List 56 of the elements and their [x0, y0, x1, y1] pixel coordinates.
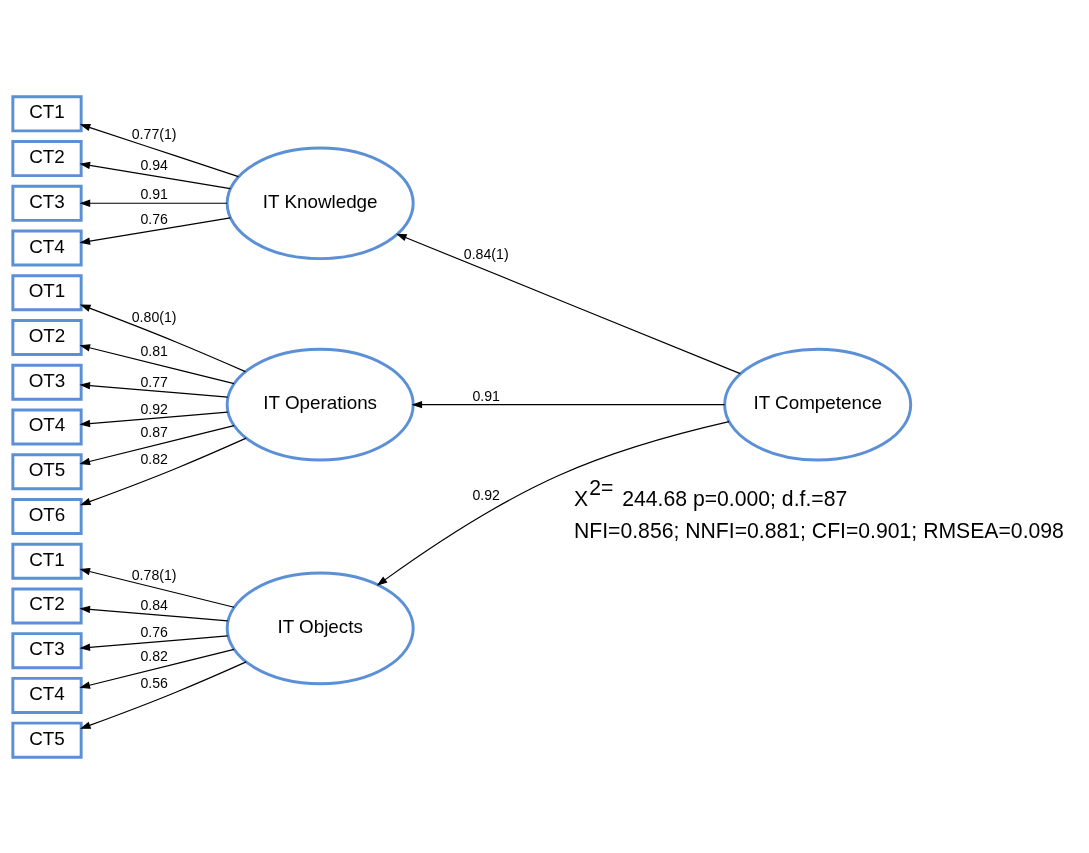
arrow [79, 216, 231, 245]
arrow [79, 648, 235, 689]
edge-label: 0.80(1) [131, 308, 177, 325]
node-box: CT3 [11, 184, 83, 222]
edge-label: 0.76 [140, 623, 168, 640]
node-ellipse: IT Knowledge [225, 145, 415, 260]
node-box: OT3 [11, 363, 83, 401]
node-box: OT6 [11, 497, 83, 535]
arrow [79, 199, 228, 207]
node-box: OT4 [11, 407, 83, 446]
edge-label: 0.84 [140, 596, 168, 613]
node-box: CT4 [11, 676, 83, 714]
node-ellipse: IT Objects [225, 571, 415, 685]
arrow [79, 424, 235, 465]
edge-label: 0.94 [140, 156, 168, 173]
edge-label: 0.91 [140, 185, 168, 202]
edge-label: 0.78(1) [131, 566, 177, 583]
arrow [79, 605, 229, 621]
arrow [79, 123, 239, 177]
edge-label: 0.82 [140, 647, 168, 664]
edge-label: 0.82 [140, 450, 168, 467]
label: NFI=0.856; NNFI=0.881; CFI=0.901; RMSEA=0.098 [573, 518, 1064, 542]
arrow [411, 400, 726, 408]
node-box: CT5 [11, 721, 83, 759]
edge-label: 0.84(1) [463, 245, 509, 262]
node-box: CT1 [11, 542, 83, 580]
edge-label: 0.56 [140, 674, 168, 691]
node-box: CT2 [11, 139, 83, 177]
arrow [396, 233, 741, 374]
arrow [79, 304, 246, 372]
arrow [79, 343, 235, 384]
node-box: CT3 [11, 631, 83, 669]
node-box: CT2 [11, 586, 83, 624]
arrow [79, 634, 229, 651]
edge-label: 0.76 [140, 210, 168, 227]
node-box: CT4 [11, 229, 83, 267]
node-ellipse: IT Operations [225, 347, 415, 461]
edge-label: 0.77(1) [131, 125, 177, 142]
node-box: CT1 [11, 94, 83, 132]
node-ellipse: IT Competence [723, 347, 913, 461]
node-box: OT5 [11, 452, 83, 490]
node-box: OT1 [11, 273, 83, 311]
arrow [79, 381, 229, 398]
edge-label: 0.92 [472, 486, 500, 503]
arrow [79, 567, 235, 608]
arrow [79, 411, 229, 427]
edge-label: 0.87 [140, 423, 168, 440]
arrow [79, 437, 247, 505]
edge-label: 0.81 [140, 342, 168, 359]
node-box: OT2 [11, 318, 83, 356]
arrow [376, 420, 730, 586]
edge-label: 0.91 [472, 387, 500, 404]
edge-label: 0.92 [140, 400, 168, 417]
edge-label: 0.77 [140, 372, 168, 389]
arrow [79, 161, 231, 189]
arrow [79, 660, 247, 729]
